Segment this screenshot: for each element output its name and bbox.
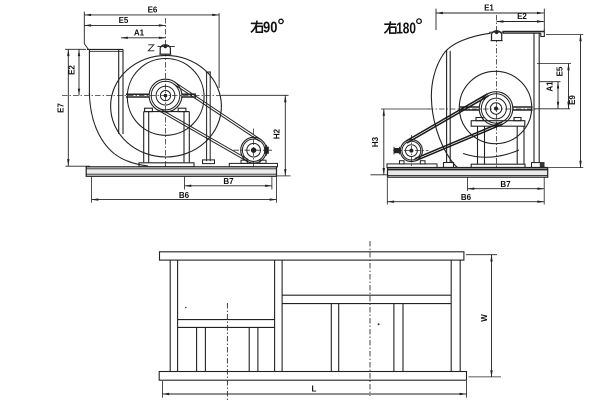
svg-text:L: L <box>312 384 317 393</box>
svg-text:E5: E5 <box>556 66 565 76</box>
svg-text:B6: B6 <box>461 193 472 202</box>
svg-text:E2: E2 <box>68 65 77 75</box>
svg-text:E6: E6 <box>148 5 158 14</box>
svg-text:E9: E9 <box>568 95 577 105</box>
svg-text:E1: E1 <box>484 3 494 12</box>
svg-text:90: 90 <box>263 19 277 36</box>
svg-text:B7: B7 <box>223 177 234 186</box>
svg-text:W: W <box>480 314 489 322</box>
svg-text:B7: B7 <box>500 180 511 189</box>
svg-text:H3: H3 <box>371 136 380 147</box>
svg-text:E5: E5 <box>119 16 129 25</box>
svg-text:B6: B6 <box>179 191 190 200</box>
svg-text:180: 180 <box>396 20 416 37</box>
svg-text:E7: E7 <box>57 103 66 113</box>
svg-text:A1: A1 <box>546 81 555 92</box>
svg-text:H2: H2 <box>273 128 282 139</box>
svg-text:A1: A1 <box>134 29 145 38</box>
svg-text:E2: E2 <box>517 12 527 21</box>
